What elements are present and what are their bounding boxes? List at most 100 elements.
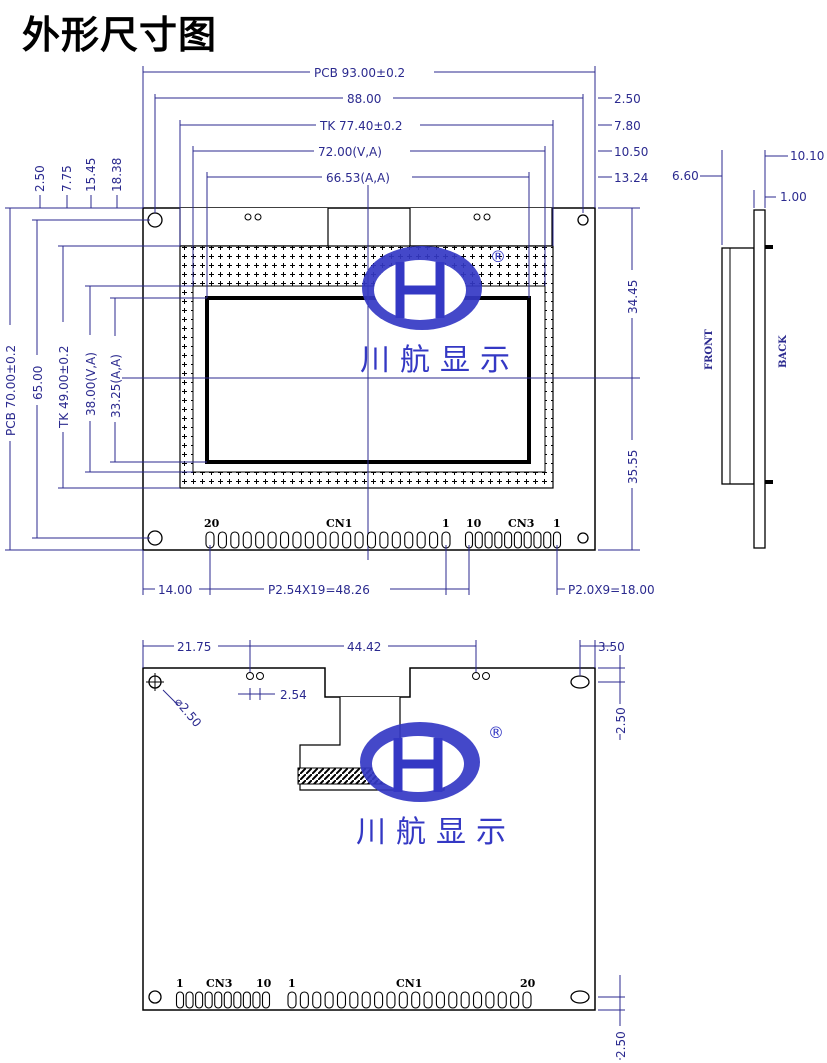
cn1-back-pin-18 (497, 991, 507, 1009)
cn1-front-pin-7 (279, 531, 290, 549)
cn1-front-pin-10 (317, 531, 327, 549)
cn1-front-pin-11 (329, 531, 339, 549)
cn3-front-pin-6 (513, 531, 522, 549)
registered-mark-front: ® (490, 247, 506, 266)
back-logo: ® 川航显示 (356, 722, 516, 850)
cn1-front-pin-14 (366, 531, 377, 549)
dim-pcb-height: PCB 70.00±0.2 (4, 345, 18, 436)
dim-outer-height: 65.00 (31, 366, 45, 400)
registered-mark-back: ® (488, 723, 504, 742)
cn1-front-pin-19 (429, 531, 439, 549)
back-hole-bottom-left (148, 990, 162, 1004)
brand-name-front: 川航显示 (360, 343, 520, 378)
cn1-back-pin-7 (361, 991, 371, 1009)
dim-right-upper: 34.45 (626, 280, 640, 314)
left-offset-ticks (39, 195, 118, 208)
dim-tk-width: TK 77.40±0.2 (319, 119, 403, 133)
cn1-front-pin-16 (391, 531, 401, 549)
cn1-front-pin-18 (416, 531, 426, 549)
cn3-front-pin-7 (523, 531, 532, 549)
cn1-back-pin-5 (336, 991, 347, 1009)
cn1-front-pin-13 (354, 531, 364, 549)
cn3-first-pin-front: 1 (553, 517, 561, 530)
page-title: 外形尺寸图 (22, 13, 218, 57)
back-hole-bottom-right (570, 990, 590, 1004)
cn1-front-pin-17 (404, 531, 414, 549)
dim-pcb-width: PCB 93.00±0.2 (314, 66, 405, 80)
cn1-front-pin-3 (230, 531, 240, 549)
cn3-pins-back (175, 991, 271, 1009)
cn3-front-pin-2 (474, 531, 483, 549)
cn3-front-pin-8 (533, 531, 542, 549)
cn3-back-pin-1 (175, 991, 185, 1009)
cn1-first-pin-back: 1 (288, 977, 296, 990)
cn1-back-pin-9 (386, 991, 396, 1009)
back-pin-pitch: 2.54 (280, 688, 307, 702)
cn1-label-back: CN1 (396, 977, 422, 990)
cn1-back-pin-16 (472, 991, 483, 1009)
cn3-front-pin-9 (543, 531, 552, 549)
left-offset-2: 7.75 (60, 165, 74, 192)
cn3-back-pin-4 (204, 991, 213, 1009)
cn3-back-pin-3 (195, 991, 204, 1009)
dim-aa-width: 66.53(A,A) (326, 171, 390, 185)
front-top-tab-right (409, 208, 553, 247)
dim-tk-height: TK 49.00±0.2 (57, 345, 71, 429)
right-offset-4: 13.24 (614, 171, 648, 185)
dim-va-height: 38.00(V,A) (84, 352, 98, 416)
cn1-back-pin-11 (411, 991, 421, 1009)
back-dim-left: 21.75 (177, 640, 211, 654)
cn1-front-pin-4 (242, 531, 252, 549)
cn1-back-pin-12 (423, 991, 433, 1009)
cn3-back-pin-10 (261, 991, 271, 1009)
cn1-back-pin-4 (324, 991, 334, 1009)
brand-name-back: 川航显示 (356, 815, 516, 850)
cn3-last-pin-front: 10 (466, 517, 482, 530)
front-logo: ® 川航显示 (360, 246, 520, 378)
cn1-label-front: CN1 (326, 517, 352, 530)
side-back-offset: 10.10 (790, 149, 824, 163)
back-dimension-lines (142, 640, 625, 1060)
cn1-back-pin-10 (398, 991, 408, 1009)
back-dim-right-lower: 2.50 (614, 1031, 628, 1058)
cn3-front-pin-3 (484, 531, 493, 549)
cn1-front-pin-15 (379, 531, 389, 549)
cn3-back-pin-7 (233, 991, 242, 1009)
cn1-back-pin-2 (299, 991, 309, 1009)
cn1-pins-front (205, 531, 451, 549)
cn3-back-pin-6 (223, 991, 232, 1009)
right-offset-2: 7.80 (614, 119, 641, 133)
cn3-back-pin-9 (252, 991, 261, 1009)
left-offset-4: 18.38 (110, 158, 124, 192)
cn1-back-pin-6 (349, 991, 359, 1009)
dim-aa-height: 33.25(A,A) (109, 354, 123, 418)
dim-bottom-offset: 14.00 (158, 583, 192, 597)
cn1-back-pin-3 (312, 991, 322, 1009)
cn1-front-pin-12 (342, 531, 352, 549)
cn3-last-pin-back: 10 (256, 977, 272, 990)
mount-hole-top-right (577, 214, 589, 226)
cn1-front-pin-6 (267, 531, 277, 549)
cn3-back-pin-5 (214, 991, 223, 1009)
back-dim-right-upper: 2.50 (614, 707, 628, 734)
cn1-pins-back (287, 991, 532, 1009)
cn1-front-pin-2 (217, 531, 227, 549)
cn3-front-pin-4 (494, 531, 503, 549)
cn1-last-pin-back: 20 (520, 977, 536, 990)
mount-hole-bottom-right (577, 532, 589, 544)
cn1-front-pin-5 (255, 531, 265, 549)
cn1-last-pin-front: 20 (204, 517, 220, 530)
cn1-back-pin-8 (374, 991, 384, 1009)
cn1-back-pin-19 (510, 991, 520, 1009)
cn1-back-pin-17 (485, 991, 495, 1009)
side-back-label: BACK (778, 335, 789, 368)
back-dim-mid: 44.42 (347, 640, 381, 654)
front-right-dimension-lines (598, 207, 640, 551)
cn3-pins-front (464, 531, 562, 549)
cn1-back-pin-15 (460, 991, 470, 1009)
cn1-first-pin-front: 1 (442, 517, 450, 530)
cn3-back-pin-8 (242, 991, 251, 1009)
dim-right-lower: 35.55 (626, 450, 640, 484)
dim-va-width: 72.00(V,A) (318, 145, 382, 159)
cn1-front-pin-8 (292, 531, 302, 549)
